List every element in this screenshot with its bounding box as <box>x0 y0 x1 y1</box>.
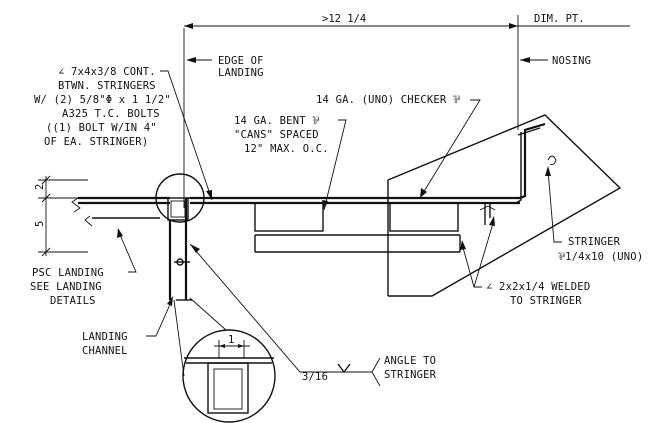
angle-to-stringer-line1: ANGLE TO <box>384 355 436 367</box>
callout-psc-landing: PSC LANDING SEE LANDING DETAILS <box>30 228 137 307</box>
psc-landing-line3: DETAILS <box>50 295 96 307</box>
callout-checker-plate: 14 GA. (UNO) CHECKER ⅌ <box>316 94 481 199</box>
angle-cont-line6: OF EA. STRINGER) <box>44 136 148 148</box>
bent-plate-line1: 14 GA. BENT ⅌ <box>234 115 319 127</box>
angle-cont-line2: BTWN. STRINGERS <box>58 80 156 92</box>
checker-plate-tread <box>190 122 546 205</box>
callout-landing-channel: LANDING CHANNEL <box>82 296 173 357</box>
landing-slab <box>71 196 170 227</box>
dimension-5-text: 5 <box>34 221 46 227</box>
stringer-plate <box>387 114 622 297</box>
detail-dimension-1: 1 <box>228 334 234 346</box>
callout-bent-plate: 14 GA. BENT ⅌ "CANS" SPACED 12" MAX. O.C… <box>234 115 347 211</box>
bent-plate-line2: "CANS" SPACED <box>234 129 319 141</box>
bent-plate-cans <box>254 202 496 253</box>
dimension-top-text: >12 1/4 <box>322 13 366 25</box>
stringer-line1: STRINGER <box>568 236 621 248</box>
edge-of-landing-line1: EDGE OF <box>218 55 264 67</box>
welded-angle-line1: ∠ 2x2x1/4 WELDED <box>486 281 590 293</box>
checker-plate-label: 14 GA. (UNO) CHECKER ⅌ <box>316 94 460 106</box>
angle-cont-line1: ∠ 7x4x3/8 CONT. <box>58 66 156 78</box>
landing-channel-line2: CHANNEL <box>82 345 128 357</box>
nosing-label: NOSING <box>552 55 591 67</box>
stringer-line2: ⅌1/4x10 (UNO) <box>558 251 643 263</box>
weld-size-label: 3/16 <box>302 371 328 383</box>
landing-channel-line1: LANDING <box>82 331 128 343</box>
callout-weld-symbol: 3/16 ANGLE TO STRINGER <box>189 243 437 387</box>
bent-plate-line3: 12" MAX. O.C. <box>244 143 329 155</box>
edge-of-landing-line2: LANDING <box>218 67 264 79</box>
psc-landing-line2: SEE LANDING <box>30 281 102 293</box>
landing-channel <box>155 173 216 301</box>
callout-welded-angle: ∠ 2x2x1/4 WELDED TO STRINGER <box>460 216 590 307</box>
psc-landing-line1: PSC LANDING <box>32 267 104 279</box>
callout-angle-cont: ∠ 7x4x3/8 CONT. BTWN. STRINGERS W/ (2) 5… <box>34 66 213 201</box>
enlarged-detail: 1 <box>173 297 276 423</box>
angle-cont-line5: ((1) BOLT W/IN 4" <box>46 122 157 134</box>
angle-cont-line3: W/ (2) 5/8"Φ x 1 1/2" <box>34 94 171 106</box>
dim-point-label: DIM. PT. <box>534 13 585 25</box>
angle-to-stringer-line2: STRINGER <box>384 369 437 381</box>
top-dimension: >12 1/4 DIM. PT. <box>183 13 630 75</box>
reference-lines: EDGE OF LANDING NOSING <box>183 55 591 208</box>
dimension-2-text: 2 <box>34 184 46 190</box>
welded-angle-line2: TO STRINGER <box>510 295 582 307</box>
vertical-dimensions: 2 5 <box>34 175 88 257</box>
callout-stringer: STRINGER ⅌1/4x10 (UNO) <box>545 166 643 263</box>
angle-cont-line4: A325 T.C. BOLTS <box>62 108 160 120</box>
